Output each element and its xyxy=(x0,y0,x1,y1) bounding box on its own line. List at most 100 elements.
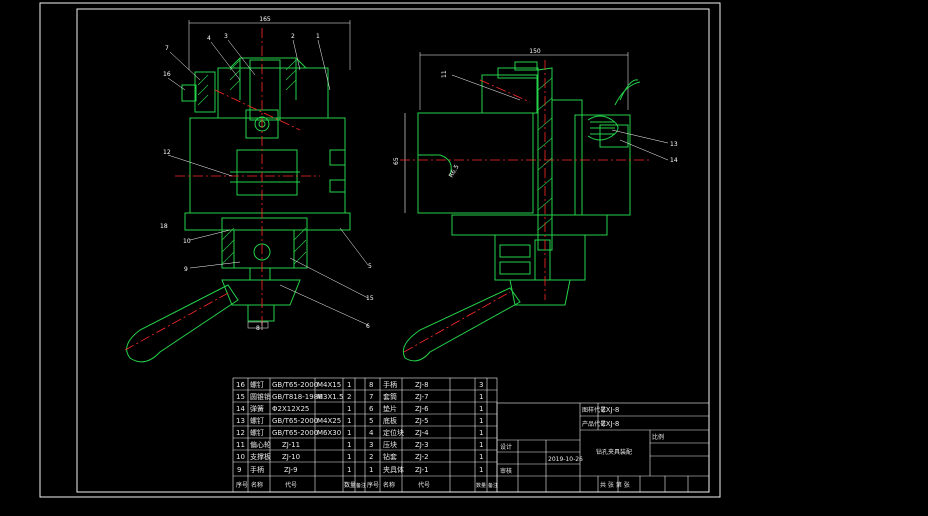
dim-right-top: 150 xyxy=(529,48,541,55)
bom-l2-no: 14 xyxy=(236,405,245,413)
bom-l6-no: 10 xyxy=(236,453,245,461)
bom-r0-code: ZJ-8 xyxy=(415,381,429,389)
bom-l0-no: 16 xyxy=(236,381,245,389)
bom-r7-no: 1 xyxy=(369,466,373,474)
right-leaders xyxy=(451,74,669,161)
bom-r4-qty: 1 xyxy=(479,429,483,437)
callout-8: 8 xyxy=(256,325,260,332)
callout-12: 12 xyxy=(163,149,171,156)
bom-lh-remark: 备注 xyxy=(356,482,366,489)
callout-10: 10 xyxy=(183,238,191,245)
bom-l7-qty: 1 xyxy=(347,466,351,474)
bom-r0-no: 8 xyxy=(369,381,373,389)
bom-right-text: 8 手柄 ZJ-8 3 7 套筒 ZJ-7 1 6 垫片 ZJ-6 1 5 底板… xyxy=(367,380,498,489)
bom-r2-code: ZJ-6 xyxy=(415,405,429,413)
bom-r1-name: 套筒 xyxy=(383,392,397,401)
left-view xyxy=(126,20,351,363)
bom-l3-spec: M4X25 xyxy=(317,417,341,425)
left-leaders xyxy=(167,39,369,330)
bom-r1-no: 7 xyxy=(369,393,373,401)
bom-r1-qty: 1 xyxy=(479,393,483,401)
bom-r5-qty: 1 xyxy=(479,441,483,449)
tb-check-label: 审核 xyxy=(500,467,512,475)
bom-r6-name: 钻套 xyxy=(383,452,397,461)
dim-left-small: 18 xyxy=(160,223,168,230)
bom-l6-name: 支撑板 xyxy=(250,452,271,461)
callout-9: 9 xyxy=(184,266,188,273)
dim-right-vertical: 65 xyxy=(393,157,400,165)
callouts-left: 4 3 2 1 7 16 12 10 9 5 15 6 8 xyxy=(163,33,374,332)
bom-r7-code: ZJ-1 xyxy=(415,466,429,474)
bom-r0-qty: 3 xyxy=(479,381,483,389)
bom-l7-name: 手柄 xyxy=(250,465,264,474)
bom-l1-qty: 2 xyxy=(347,393,351,401)
bom-l5-qty: 1 xyxy=(347,441,351,449)
bom-r4-no: 4 xyxy=(369,429,374,437)
callout-6: 6 xyxy=(366,323,370,330)
bom-l1-spec: M3X1.5 xyxy=(317,393,343,401)
tb-product: ZXJ-8 xyxy=(601,420,619,428)
tb-scale-label: 比例 xyxy=(652,433,664,441)
bom-l1-no: 15 xyxy=(236,393,245,401)
bom-r6-qty: 1 xyxy=(479,453,483,461)
bom-lh-qty: 数量 xyxy=(344,481,356,489)
bom-lh-name: 名称 xyxy=(251,481,263,489)
bom-r3-code: ZJ-5 xyxy=(415,417,429,425)
outer-frame xyxy=(39,2,721,498)
bom-r6-no: 2 xyxy=(369,453,373,461)
bom-r3-name: 底板 xyxy=(383,416,397,425)
bom-l0-name: 螺钉 xyxy=(250,380,264,389)
bom-l0-qty: 1 xyxy=(347,381,351,389)
right-centerlines xyxy=(400,60,650,353)
bom-lh-no: 序号 xyxy=(236,481,248,489)
tb-drawing-no: ZXJ-8 xyxy=(601,406,619,414)
bom-rh-no: 序号 xyxy=(367,481,379,489)
bom-r5-no: 3 xyxy=(369,441,373,449)
bom-r3-no: 5 xyxy=(369,417,373,425)
tb-drawing-no-label: 图样代号 xyxy=(582,406,606,414)
bom-l4-no: 12 xyxy=(236,429,245,437)
bom-l6-std: ZJ-10 xyxy=(282,453,300,461)
bom-l1-name: 圆锥销 xyxy=(250,392,271,401)
bom-l3-name: 螺钉 xyxy=(250,416,264,425)
dim-radius: R6.5 xyxy=(448,163,461,179)
bom-l5-no: 11 xyxy=(236,441,245,449)
bom-r1-code: ZJ-7 xyxy=(415,393,429,401)
bom-l5-std: ZJ-11 xyxy=(282,441,300,449)
bom-l2-qty: 1 xyxy=(347,405,351,413)
callout-7: 7 xyxy=(165,45,169,52)
bom-l0-std: GB/T65-2000 xyxy=(272,381,318,389)
tb-sheet-label: 共 张 第 张 xyxy=(600,481,630,489)
bom-l6-qty: 1 xyxy=(347,453,351,461)
bom-l2-name: 弹簧 xyxy=(250,404,264,413)
bom-rh-code: 代号 xyxy=(418,481,430,489)
bom-l7-std: ZJ-9 xyxy=(284,466,298,474)
bom-l3-no: 13 xyxy=(236,417,245,425)
bom-l3-std: GB/T65-2000 xyxy=(272,417,318,425)
bom-lh-code: 代号 xyxy=(285,481,297,489)
title-block-text: 图样代号 ZXJ-8 产品代号 ZXJ-8 钻孔夹具装配 设计 2019-10-… xyxy=(500,406,664,489)
bom-rh-remark: 备注 xyxy=(488,482,498,489)
bom-r7-qty: 1 xyxy=(479,466,483,474)
bom-l4-std: GB/T65-2000 xyxy=(272,429,318,437)
bom-r0-name: 手柄 xyxy=(383,380,397,389)
bom-l7-no: 9 xyxy=(237,466,241,474)
callout-2: 2 xyxy=(291,33,295,40)
callout-4: 4 xyxy=(207,35,211,42)
bom-r6-code: ZJ-2 xyxy=(415,453,429,461)
callout-1: 1 xyxy=(316,33,320,40)
callout-13: 13 xyxy=(670,141,678,148)
callout-5: 5 xyxy=(368,263,372,270)
bom-r7-name: 夹具体 xyxy=(383,465,404,474)
bom-r4-name: 定位块 xyxy=(383,428,404,437)
callouts-right: 11 13 14 xyxy=(441,70,678,164)
bom-l4-name: 螺钉 xyxy=(250,428,264,437)
bom-table xyxy=(232,377,498,493)
bom-left-text: 16 螺钉 GB/T65-2000 M4X15 1 15 圆锥销 GB/T818… xyxy=(236,380,366,489)
left-centerlines xyxy=(124,28,320,351)
bom-l2-std: Φ2X12X25 xyxy=(272,405,309,413)
bom-l3-qty: 1 xyxy=(347,417,351,425)
dim-left-top: 165 xyxy=(259,16,271,23)
bom-r2-qty: 1 xyxy=(479,405,483,413)
